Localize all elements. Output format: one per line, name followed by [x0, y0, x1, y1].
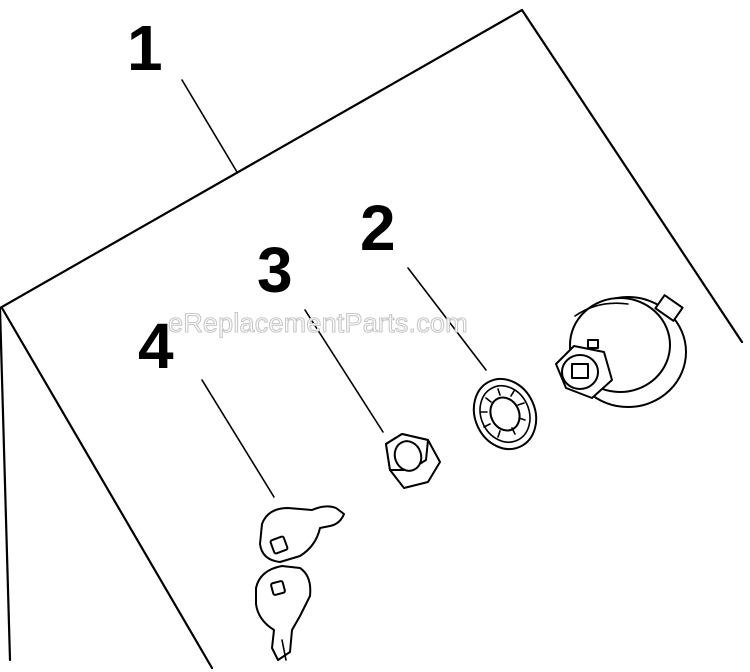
key-icon [255, 505, 345, 661]
leader-line-3 [304, 309, 384, 433]
lock-washer-icon [472, 377, 538, 451]
hex-nut-icon [385, 433, 441, 489]
watermark-text: eReplacementParts.com [168, 308, 468, 338]
callout-1: 1 [127, 12, 163, 84]
callout-4: 4 [138, 310, 174, 382]
leader-line-2 [407, 267, 487, 371]
leader-line-4 [201, 379, 275, 498]
callout-2: 2 [360, 192, 396, 264]
leader-line-1 [181, 79, 238, 173]
callout-3: 3 [257, 234, 293, 306]
ignition-switch-icon [555, 294, 687, 408]
assembly-bracket-outline [0, 8, 744, 670]
